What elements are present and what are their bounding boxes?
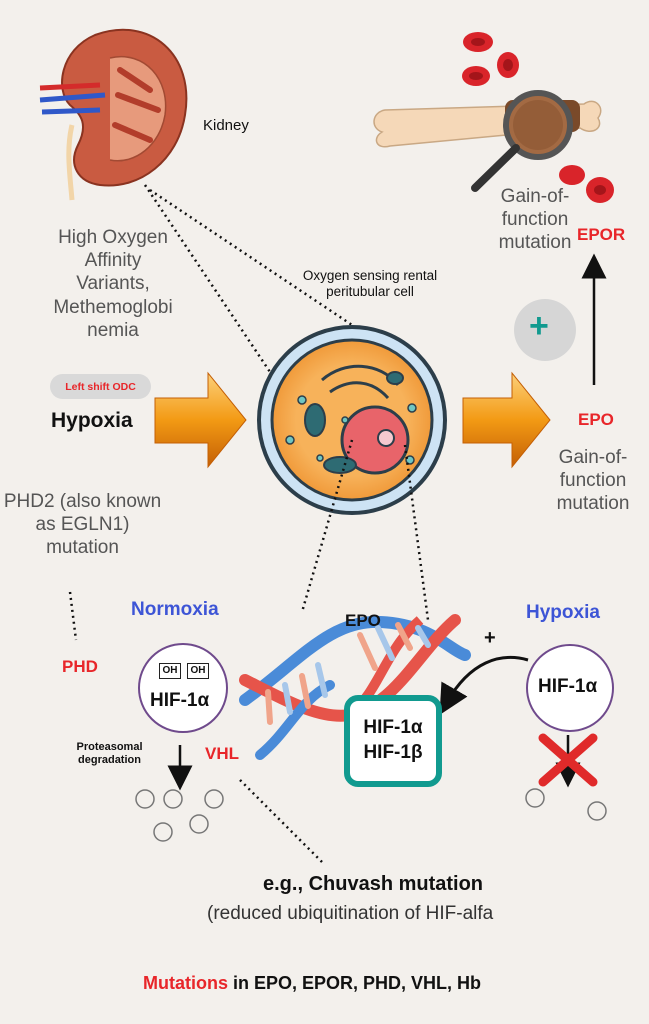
footer-highlight: Mutations [143, 973, 228, 993]
phd-label: PHD [62, 657, 98, 676]
plus-icon: + [529, 307, 549, 345]
red-blood-cells [462, 32, 614, 203]
vhl-to-chuvash-line [239, 779, 323, 863]
plus-circle [514, 299, 576, 361]
degradation-fragments-right [525, 788, 607, 821]
bone-marrow-illustration [373, 90, 602, 192]
oxygen-sensing-cell-label: Oxygen sensing rental peritubular cell [302, 268, 438, 300]
epor-label: EPOR [577, 225, 626, 244]
kidney-to-cell-line-2 [149, 188, 353, 327]
hif1a-normoxia-circle [138, 643, 228, 733]
arrow-hypoxia-to-cell [154, 371, 247, 469]
kidney-illustration [39, 28, 188, 201]
kidney-to-cell-line-1 [143, 184, 272, 373]
vhl-label: VHL [205, 744, 239, 763]
oh-group-1: OH [159, 663, 181, 679]
plus-sign-arrow: + [484, 627, 496, 649]
hypoxia-right-label: Hypoxia [526, 602, 600, 623]
degradation-fragments-left [135, 789, 224, 842]
proteasomal-degradation-label: Proteasomal degradation [76, 741, 143, 767]
arrow-cell-to-epo [462, 371, 551, 469]
hif1a-complex-label: HIF-1α [363, 717, 423, 739]
high-oxygen-affinity-text: High Oxygen Affinity Variants, Methemogl… [53, 227, 173, 341]
epo-gain-of-function-text: Gain-of- function mutation [556, 447, 630, 515]
chuvash-mutation-subtitle: (reduced ubiquitination of HIF-alfa [207, 903, 494, 924]
left-shift-odc-label: Left shift ODC [65, 380, 136, 393]
hif1a-normoxia-label: HIF-1α [150, 690, 210, 711]
epo-gene-label: EPO [345, 611, 381, 630]
hif1a-hypoxia-circle [526, 644, 614, 732]
phd2-to-phd-line [68, 591, 78, 641]
epo-right-label: EPO [578, 410, 614, 429]
hypoxia-left-label: Hypoxia [51, 409, 133, 432]
chuvash-mutation-title: e.g., Chuvash mutation [263, 873, 484, 895]
hif1a-hypoxia-label: HIF-1α [538, 676, 598, 697]
cell-illustration [257, 325, 447, 515]
hif1b-complex-label: HIF-1β [363, 742, 423, 763]
red-x-icon [538, 733, 598, 787]
footer-mutations: Mutations in EPO, EPOR, PHD, VHL, Hb [143, 973, 481, 995]
arrow-hif-to-complex [439, 655, 529, 716]
phd2-mutation-text: PHD2 (also known as EGLN1) mutation [3, 491, 162, 559]
normoxia-label: Normoxia [131, 599, 219, 620]
kidney-label: Kidney [203, 117, 249, 134]
hif-complex-box: HIF-1α HIF-1β [344, 695, 442, 787]
epor-gain-of-function-text: Gain-of- function mutation [498, 186, 572, 254]
footer-rest: in EPO, EPOR, PHD, VHL, Hb [228, 973, 482, 993]
left-shift-odc-badge: Left shift ODC [50, 374, 151, 399]
oh-group-2: OH [187, 663, 209, 679]
